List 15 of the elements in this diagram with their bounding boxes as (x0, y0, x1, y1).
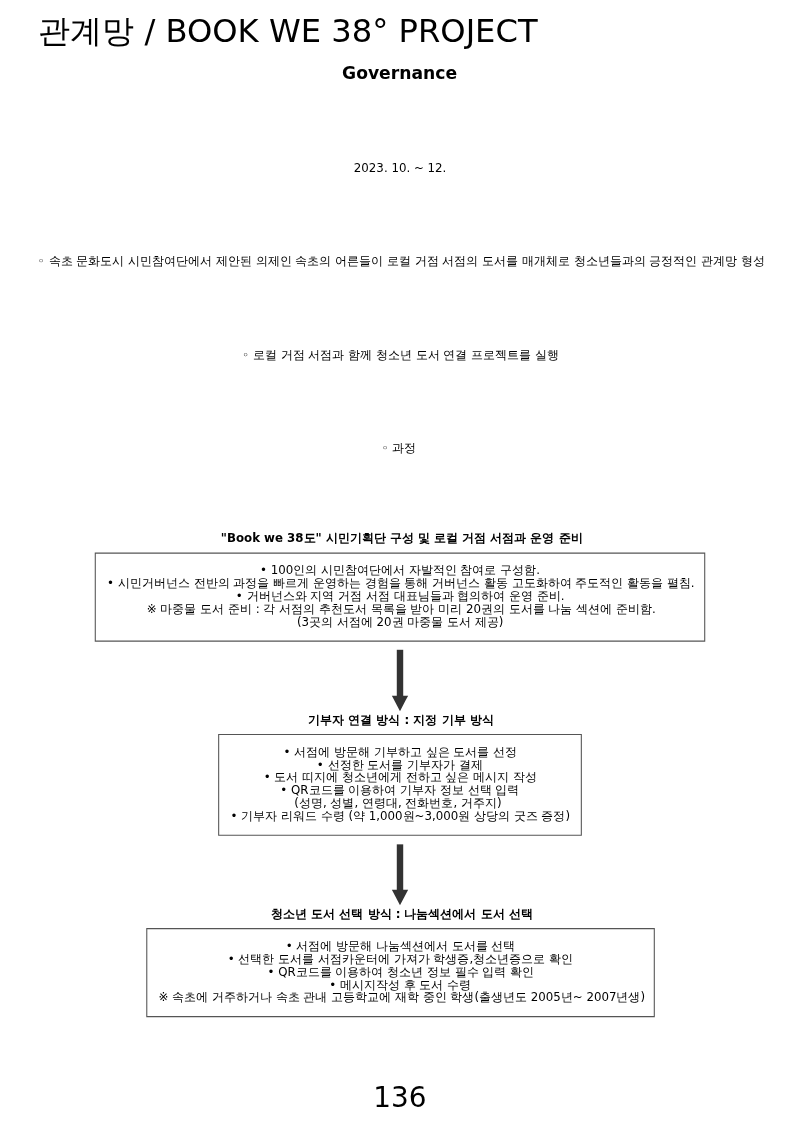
node-box: • 100인의 시민참여단에서 자발적인 참여로 구성함. • 시민거버넌스 전반의 과정을 빠르게 운영하는 경험을 통해 거버넌스 활동 고도화하여 주도적인 활동을 펼침. • 거버넌스와 지역 거점 서점 대표님들과 협의하여 운영 준비. ※ 마중물 도서 준비 : 각 서점의 추천도서 목록을 받아 미리 20권의 도서를 나눔 섹션에 준비함. (3곳의 서점에 20권 마중물 도서 제공) (94, 552, 706, 642)
arrow (391, 844, 409, 906)
label: ◦ 속초 문화도시 시민참여단에서 제안된 의제인 속초의 어른들이 로컬 거점 서점의 도서를 매개체로 청소년들과의 긍정적인 관계망 형성 (37, 254, 765, 269)
node-label: 기부자 연결 방식 : 지정 기부 방식 (308, 712, 494, 727)
label: 136 (373, 1080, 427, 1114)
label: ◦ 과정 (381, 441, 417, 456)
node-box: • 서점에 방문해 나눔섹션에서 도서를 선택 • 선택한 도서를 서점카운터에 가져가 학생증,청소년증으로 확인 • QR코드를 이용하여 청소년 정보 필수 입력 확인 • 메시지작성 후 도서 수령 ※ 속초에 거주하거나 속초 관내 고등학교에 재학 중인 학생(출생년도 2005년~ 2007년생) (146, 928, 655, 1018)
diagram-title: 관계망 / BOOK WE 38° PROJECT (38, 12, 538, 51)
label: 2023. 10. ~ 12. (353, 161, 447, 176)
label: ◦ 로컬 거점 서점과 함께 청소년 도서 연결 프로젝트를 실행 (242, 347, 559, 362)
arrow (391, 649, 409, 712)
node-label: 청소년 도서 선택 방식 : 나눔섹션에서 도서 선택 (271, 906, 533, 921)
label: Governance (342, 62, 458, 83)
node-box: • 서점에 방문해 기부하고 싶은 도서를 선정 • 선정한 도서를 기부자가 결제 • 도서 띠지에 청소년에게 전하고 싶은 메시지 작성 • QR코드를 이용하여 기부자 정보 선택 입력 (성명, 성별, 연령대, 전화번호, 거주지) • 기부자 리워드 수령 (약 1,000원~3,000원 상당의 굿즈 증정) (218, 733, 582, 836)
node-label: "Book we 38도" 시민기획단 구성 및 로컬 거점 서점과 운영 준비 (220, 531, 583, 546)
